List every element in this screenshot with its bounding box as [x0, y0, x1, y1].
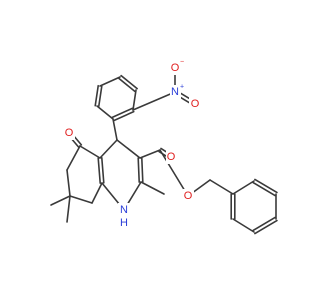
bond-a4-c4 — [112, 118, 118, 141]
bond-b2-b3 — [232, 218, 255, 233]
bond-a5-a6-a — [97, 85, 103, 108]
bond-c7-me7b — [66, 195, 71, 223]
bond-c2-me2 — [140, 181, 165, 195]
atom-nitro-n: N + — [170, 84, 184, 99]
bond-c3-c2-a — [137, 157, 141, 183]
bond-b3-b4-a — [254, 219, 278, 235]
bond-b5-b6-a — [254, 178, 278, 194]
bond-lines — [50, 67, 278, 235]
atom-ketone-o: O — [64, 126, 75, 140]
bond-c8a-c4a-b — [97, 157, 102, 184]
bond-b3-b4-b — [252, 216, 276, 232]
bond-a2-a3 — [132, 89, 137, 111]
bond-cE-oE — [159, 149, 189, 197]
atom-ester-carbonyl-o: O — [166, 150, 177, 164]
bond-ch2-b1 — [209, 179, 234, 195]
atom-nitro-n-charge: + — [180, 84, 184, 91]
bond-c8a-c4a-a — [100, 157, 105, 184]
bond-c4-c3 — [116, 139, 141, 159]
atom-nitro-o2-symbol: O — [191, 98, 200, 110]
bond-c7-c8 — [69, 195, 93, 204]
atom-ester-o-symbol: O — [184, 190, 193, 202]
bond-a3-nN — [132, 91, 176, 111]
bond-a3-a4-b — [112, 110, 135, 122]
bond-a1-a2-b — [120, 74, 138, 90]
molecule-structure: N + O − O O O O N H — [50, 59, 278, 235]
bond-c4a-c4 — [99, 139, 118, 159]
bond-a5-a6-b — [94, 84, 100, 107]
bond-c6-c7 — [66, 169, 71, 197]
bond-a6-a1 — [99, 76, 121, 87]
atom-nitro-o1-symbol: O — [171, 62, 180, 74]
atom-nitro-n-symbol: N — [171, 86, 179, 98]
atom-ring-nh: N H — [118, 203, 131, 229]
atom-nitro-o1-charge: − — [180, 59, 184, 66]
atom-labels: N + O − O O O O N H — [64, 59, 200, 229]
bond-c3-c2-b — [140, 157, 144, 183]
atom-nitro-o-minus: O − — [170, 59, 184, 75]
atom-nitro-o-double: O — [189, 97, 200, 111]
bond-a1-a2-a — [118, 77, 136, 93]
bond-c5-c6 — [66, 145, 81, 171]
bond-c3-cE — [139, 149, 161, 159]
bond-b5-b6-b — [252, 181, 276, 197]
atom-ester-carbonyl-o-symbol: O — [167, 151, 176, 163]
bond-c4a-c5 — [79, 145, 101, 159]
bond-c7-me7a — [50, 195, 71, 206]
bond-b6-b1 — [232, 180, 255, 195]
bond-a4-a5 — [96, 105, 114, 120]
atom-ketone-o-symbol: O — [65, 127, 74, 139]
bond-a3-a4-a — [111, 107, 134, 119]
atom-ring-n-symbol: N — [120, 204, 128, 216]
atom-ester-o: O — [183, 189, 194, 203]
bond-c8-c8a — [91, 182, 103, 204]
atom-ring-h-symbol: H — [120, 217, 128, 229]
